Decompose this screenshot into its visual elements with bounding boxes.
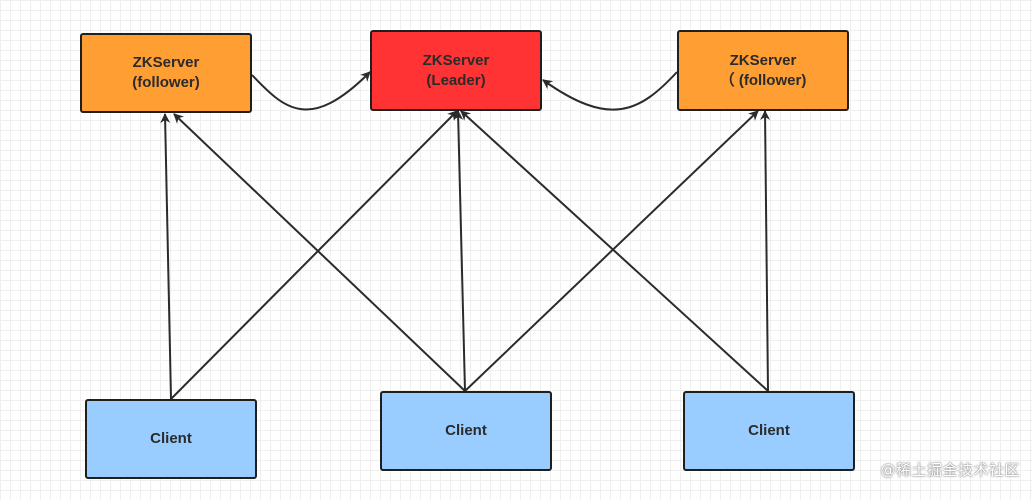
site-watermark: @稀土掘金技术社区 — [880, 461, 1020, 479]
edge-follower-left-to-leader — [251, 71, 371, 111]
client-label: Client — [445, 422, 487, 439]
zkserver-follower-left-node[interactable]: ZKServer (follower) — [80, 33, 252, 113]
zkserver-follower-right-node[interactable]: ZKServer （ (follower) — [677, 30, 849, 111]
client-middle-node[interactable]: Client — [380, 391, 552, 471]
node-title: ZKServer — [422, 51, 490, 69]
client-right-node[interactable]: Client — [683, 391, 855, 471]
edge-client-left-to-leader — [170, 110, 458, 400]
node-title: ZKServer — [132, 54, 200, 71]
node-title: ZKServer — [729, 51, 797, 69]
edge-client-left-to-follower-left — [160, 113, 172, 400]
node-role: （ (follower) — [719, 71, 807, 89]
edge-follower-right-to-leader — [542, 71, 678, 111]
client-label: Client — [150, 430, 192, 447]
client-label: Client — [748, 422, 790, 439]
node-role: (follower) — [132, 74, 200, 91]
edge-client-middle-to-leader — [453, 110, 466, 392]
edge-client-middle-to-follower-right — [464, 110, 759, 392]
node-role: (Leader) — [426, 71, 486, 89]
client-left-node[interactable]: Client — [85, 399, 257, 479]
edge-client-middle-to-follower-left — [173, 113, 466, 392]
edge-client-right-to-follower-right — [760, 110, 771, 392]
zkserver-leader-node[interactable]: ZKServer (Leader) — [370, 30, 542, 111]
edge-client-right-to-leader — [460, 110, 769, 392]
